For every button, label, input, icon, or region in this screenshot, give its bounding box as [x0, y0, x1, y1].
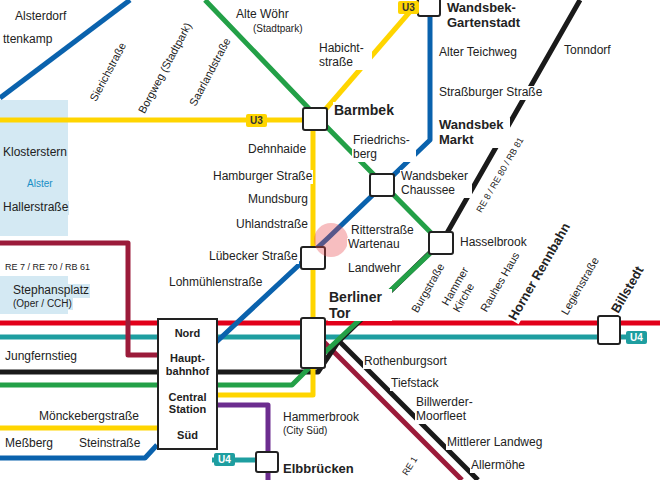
line-number: U4	[630, 332, 643, 343]
station-name: Süd	[177, 429, 198, 442]
station-label: Lohmühlenstraße	[168, 276, 263, 290]
station-label: Hallerstraße	[2, 201, 69, 215]
station-label: Berliner Tor	[328, 289, 392, 321]
station-label: Uhlandstraße	[235, 218, 309, 232]
line-badge: U3	[246, 114, 267, 127]
station-label: Ritterstraße	[350, 224, 415, 238]
line-badge: U3	[398, 1, 419, 14]
station-label: Wandsbek- Gartenstadt	[446, 1, 528, 31]
station-label: Wandsbeker Chaussee	[400, 170, 472, 198]
station-label: RE 7 / RE 70 / RB 61	[4, 262, 91, 272]
station-label: Stephansplatz	[12, 284, 90, 298]
station-label: Friedrichs- berg	[352, 134, 416, 162]
station-label: Klosterstern	[2, 146, 68, 160]
interchange-box	[256, 452, 278, 472]
station-label: Rothenburgsort	[363, 355, 448, 369]
rail-line	[0, 0, 441, 385]
highlight-circle	[314, 223, 348, 257]
station-label: Tiefstack	[390, 377, 440, 391]
station-label: Billwerder- Moorfleet	[415, 396, 485, 424]
station-label: (City Süd)	[282, 425, 328, 437]
station-label: Alsterdorf	[14, 10, 67, 24]
station-label: Burgstraße	[408, 260, 447, 315]
station-box: NordHaupt- bahnhofCentral StationSüd	[157, 318, 218, 450]
interchange-box	[303, 108, 327, 130]
station-label: ttenkamp	[2, 33, 53, 47]
station-label: Saarlandstraße	[186, 35, 233, 109]
line-number: U3	[250, 115, 263, 126]
station-label: Wartenau	[347, 238, 401, 252]
interchange-box	[429, 232, 453, 254]
station-label: Dehnhaide	[247, 143, 307, 157]
rail-line	[0, 243, 160, 355]
line-badge: U4	[626, 331, 647, 344]
station-label: Alte Wöhr	[235, 8, 290, 22]
station-label: Mittlerer Landweg	[446, 436, 543, 450]
rail-line	[0, 0, 130, 98]
line-number: U4	[218, 454, 231, 465]
station-label: Mönckebergstraße	[38, 410, 140, 424]
rail-line	[0, 0, 580, 372]
interchange-box	[301, 318, 325, 368]
station-label: Sierichstraße	[87, 40, 130, 105]
rail-line	[318, 0, 420, 118]
station-label: Jungfernstieg	[4, 350, 78, 364]
station-label: Meßberg	[4, 437, 54, 451]
station-name: Haupt- bahnhof	[159, 352, 216, 377]
station-label: Billstedt	[608, 263, 648, 317]
station-label: Allermöhe	[470, 459, 526, 473]
station-label: RE 1	[400, 454, 420, 478]
line-badge: U4	[214, 453, 235, 466]
interchange-box	[598, 316, 620, 344]
station-label: Hammerbrook	[282, 411, 360, 425]
station-label: Legienstraße	[558, 254, 602, 318]
station-label: Lübecker Straße	[208, 250, 299, 264]
station-name: Nord	[175, 327, 201, 340]
station-label: Elbbrücken	[282, 462, 355, 477]
line-number: U3	[402, 2, 415, 13]
station-label: Alter Teichweg	[438, 46, 518, 60]
station-label: Barmbek	[333, 102, 395, 118]
station-label: Hasselbrook	[459, 236, 528, 250]
station-label: (Oper / CCH)	[12, 298, 73, 310]
station-label: Straßburger Straße	[438, 86, 543, 100]
station-label: Wandsbek Markt	[438, 118, 510, 148]
station-label: Mundsburg	[247, 193, 309, 207]
rail-line	[212, 0, 430, 346]
station-label: Habicht- straße	[318, 42, 372, 70]
interchange-box	[370, 174, 394, 196]
station-label: Steinstraße	[78, 437, 141, 451]
rail-line	[0, 321, 660, 326]
station-label: Hamburger Straße	[212, 170, 313, 184]
interchange-box	[418, 0, 440, 16]
station-label: Alster	[26, 178, 54, 190]
station-label: Landwehr	[347, 262, 402, 276]
station-label: (Stadtpark)	[252, 23, 303, 35]
station-name: Central Station	[159, 391, 216, 416]
station-label: Tonndorf	[563, 44, 612, 58]
rail-line	[0, 426, 157, 431]
